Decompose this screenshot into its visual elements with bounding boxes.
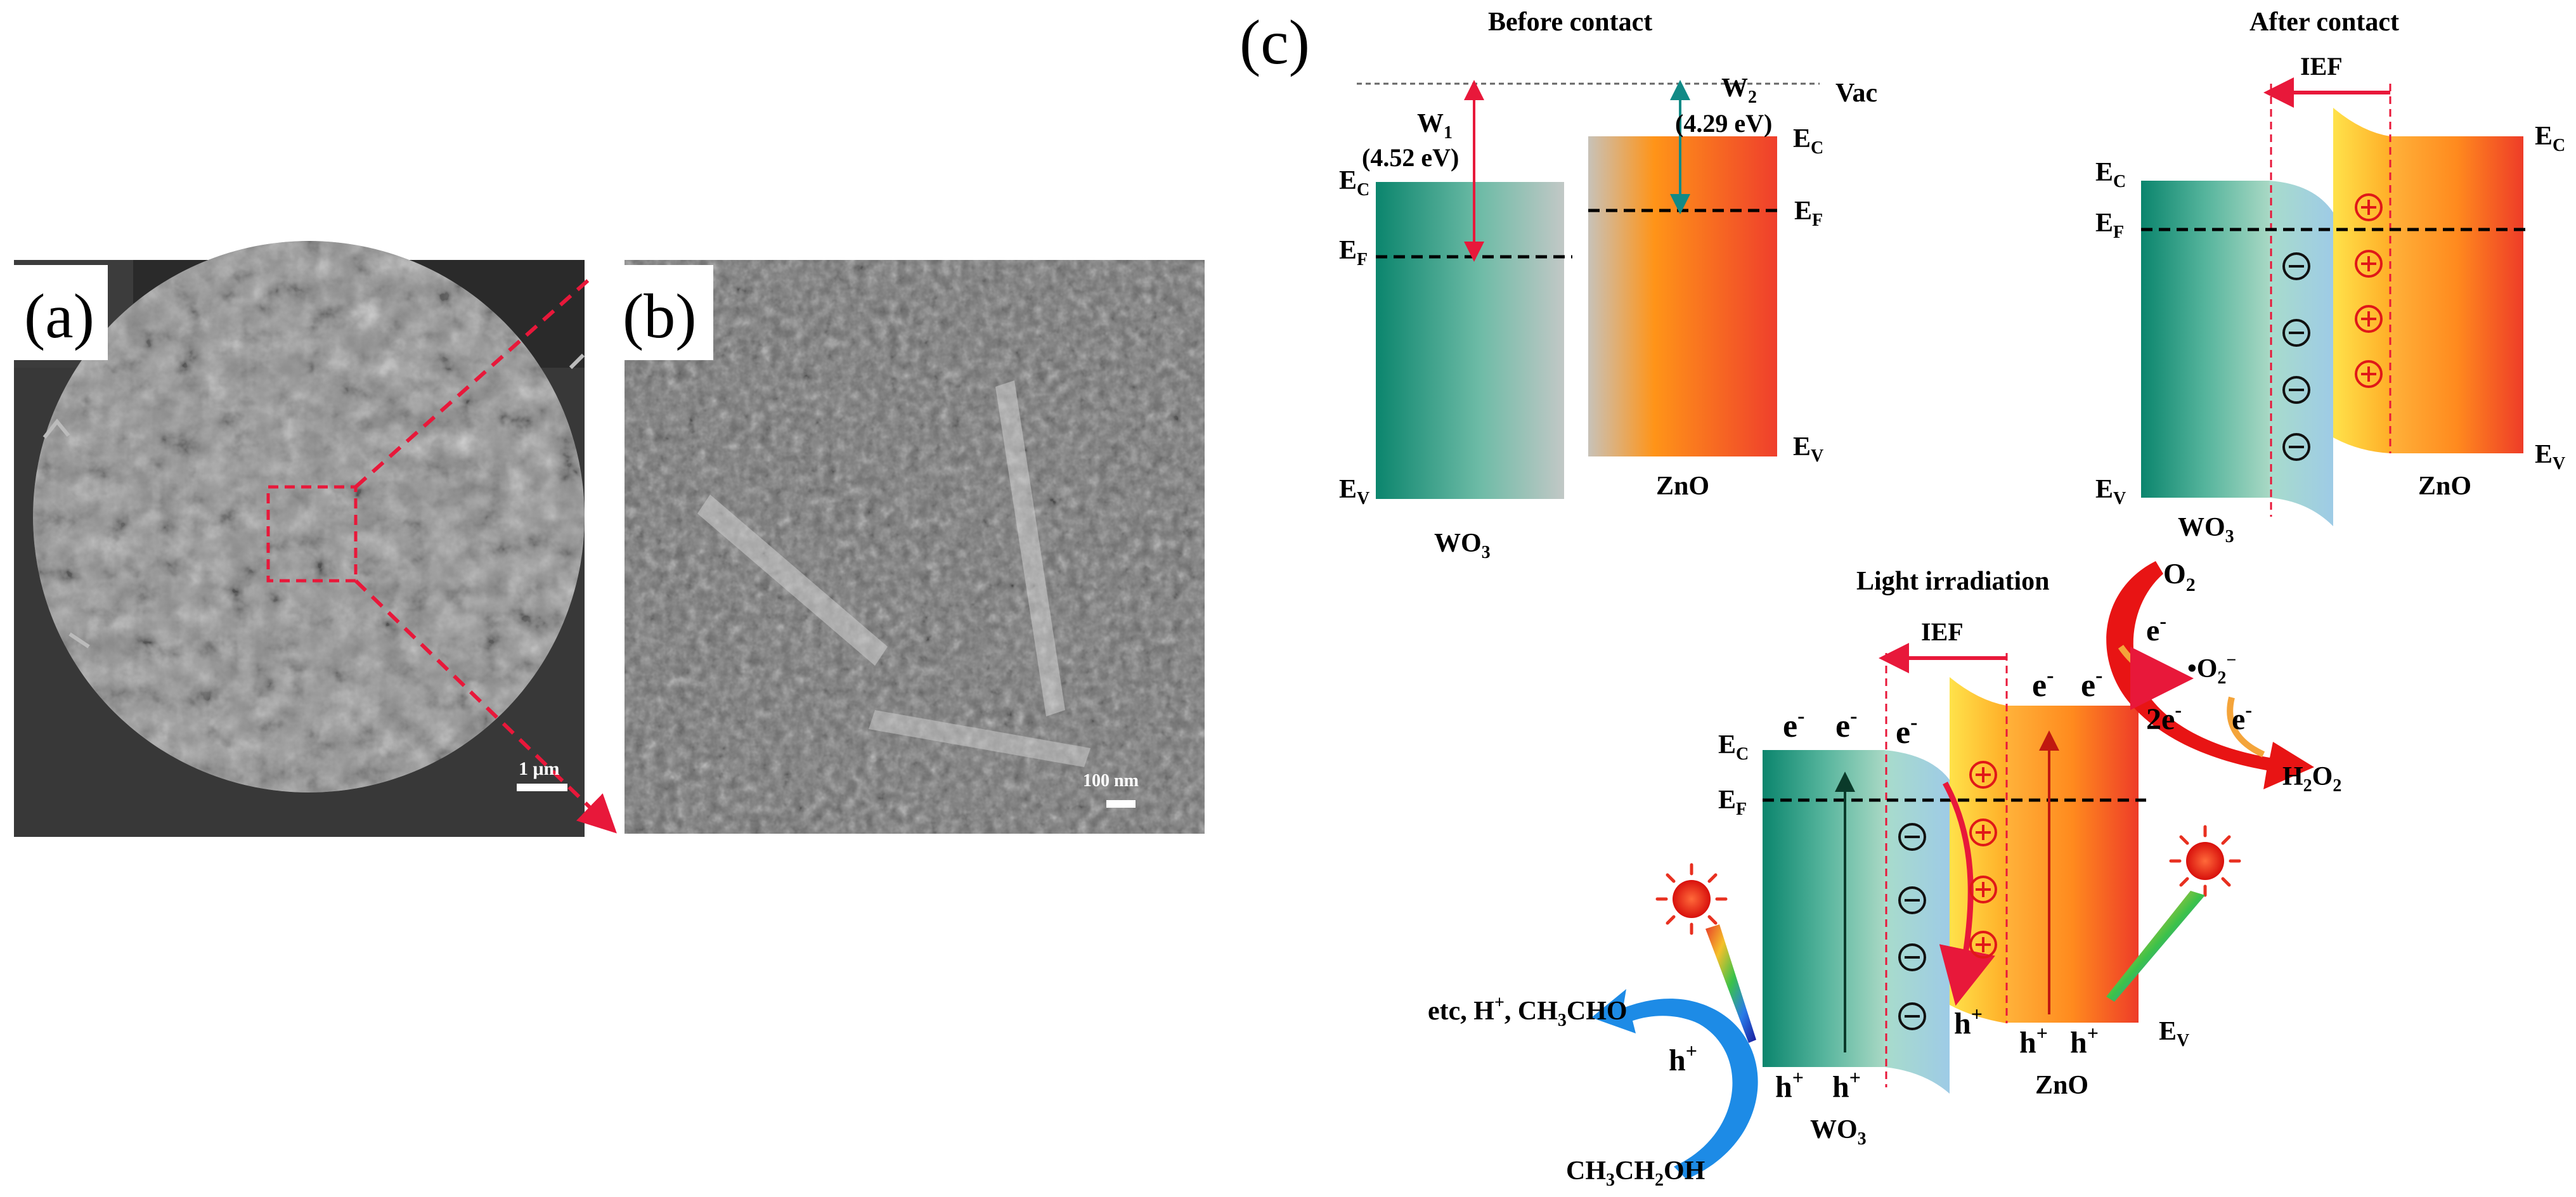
svg-text:EC: EC	[1793, 124, 1823, 158]
ief-label-light: IEF	[1921, 618, 1964, 646]
svg-text:WO3: WO3	[1434, 529, 1491, 562]
svg-text:h+: h+	[2019, 1021, 2048, 1059]
light-irradiation-title: Light irradiation	[1856, 567, 2050, 596]
svg-text:CH3CH2OH: CH3CH2OH	[1566, 1156, 1705, 1190]
wo3-band-light	[1763, 750, 1884, 1067]
charge-transfer-arrow	[1939, 781, 1995, 1006]
after-contact-title: After contact	[2249, 8, 2399, 37]
panel-label-c: (c)	[1239, 7, 1310, 77]
svg-text:etc, H+, CH3CHO: etc, H+, CH3CHO	[1428, 993, 1628, 1030]
zno-accumulation-region	[2333, 108, 2390, 453]
light-beam-right	[2106, 891, 2205, 1002]
svg-text:EF: EF	[1794, 197, 1823, 230]
negative-charges-after	[2282, 252, 2310, 461]
svg-text:W1: W1	[1417, 109, 1453, 143]
before-contact-title: Before contact	[1488, 8, 1652, 37]
negative-charges-light	[1898, 823, 1926, 1030]
svg-text:EV: EV	[1793, 432, 1823, 466]
svg-text:h+: h+	[1954, 1002, 1983, 1040]
wo3-depletion-region	[2269, 181, 2333, 526]
zno-band-light	[2007, 706, 2139, 1023]
panel-a: (a) 1 μm	[13, 241, 617, 837]
svg-text:e-: e-	[1896, 711, 1917, 751]
svg-text:EV: EV	[2095, 475, 2126, 508]
wo3-band-after	[2141, 181, 2269, 498]
svg-text:e-: e-	[2032, 664, 2054, 704]
vac-label: Vac	[1835, 79, 1877, 108]
panel-label-b: (b)	[623, 281, 697, 351]
zno-band-before	[1588, 136, 1777, 456]
zno-band-after	[2390, 136, 2523, 453]
zno-accumulation-light	[1950, 677, 2007, 1023]
svg-text:e-: e-	[1835, 704, 1857, 744]
before-contact-diagram: Before contact Vac W1 (4.52 eV) W2 (4.29…	[1339, 8, 1877, 562]
zno-label-after: ZnO	[2418, 472, 2471, 501]
svg-text:EV: EV	[2159, 1017, 2189, 1051]
svg-text:EC: EC	[2535, 122, 2565, 155]
zno-label-light: ZnO	[2035, 1071, 2088, 1100]
after-contact-diagram: After contact IEF EC EF EV EC EV WO3 ZnO	[2095, 8, 2565, 547]
svg-text:EV: EV	[2535, 440, 2565, 474]
superoxide-to-h2o2-arrow	[2227, 696, 2265, 758]
panel-b: (b) 100 nm	[618, 260, 1205, 834]
light-irradiation-diagram: Light irradiation IEF e- e- e- e- e	[1428, 557, 2341, 1190]
zoom-region-box	[266, 485, 358, 583]
svg-text:WO3: WO3	[1810, 1115, 1867, 1149]
svg-text:W2: W2	[1721, 74, 1757, 107]
svg-text:WO3: WO3	[2178, 513, 2234, 547]
w2-value: (4.29 eV)	[1675, 109, 1772, 138]
zno-label-before: ZnO	[1656, 472, 1709, 501]
svg-text:h+: h+	[1669, 1039, 1697, 1077]
svg-text:h+: h+	[2070, 1021, 2099, 1059]
svg-text:e-: e-	[2146, 609, 2166, 647]
positive-charges-light	[1969, 761, 1997, 959]
panel-label-a: (a)	[24, 281, 94, 351]
scale-bar-a	[517, 784, 567, 791]
svg-text:EV: EV	[1339, 475, 1369, 508]
svg-text:2e-: 2e-	[2146, 698, 2182, 736]
scale-label-b: 100 nm	[1083, 771, 1139, 791]
svg-text:H2O2: H2O2	[2282, 762, 2341, 796]
svg-text:EF: EF	[1339, 236, 1368, 269]
w1-value: (4.52 eV)	[1362, 143, 1459, 172]
svg-text:EC: EC	[1339, 166, 1369, 200]
svg-text:EF: EF	[1718, 786, 1747, 819]
svg-text:e-: e-	[2232, 698, 2252, 736]
svg-text:e-: e-	[1783, 704, 1804, 744]
scale-label-a: 1 μm	[519, 758, 560, 779]
ethanol-oxidation-arrow	[1591, 989, 1758, 1179]
o2-reduction-arrow	[2106, 561, 2314, 789]
svg-text:•O2−: •O2−	[2187, 650, 2236, 688]
svg-text:EC: EC	[2095, 158, 2126, 191]
positive-charges-after	[2355, 193, 2383, 388]
light-beam-left	[1705, 924, 1756, 1043]
svg-text:EF: EF	[2095, 209, 2124, 242]
svg-text:O2: O2	[2163, 557, 2196, 595]
wo3-band-before	[1376, 182, 1564, 499]
ief-label-after: IEF	[2300, 52, 2343, 81]
electron-to-superoxide-arrow	[2118, 645, 2194, 710]
svg-text:e-: e-	[2081, 664, 2102, 704]
sun-icon	[2169, 825, 2241, 897]
flower-sphere	[33, 241, 585, 793]
svg-text:h+: h+	[1832, 1066, 1861, 1104]
sun-icon	[1655, 863, 1728, 935]
scale-bar-b	[1106, 800, 1136, 808]
svg-text:EC: EC	[1718, 730, 1749, 764]
svg-text:h+: h+	[1775, 1066, 1804, 1104]
